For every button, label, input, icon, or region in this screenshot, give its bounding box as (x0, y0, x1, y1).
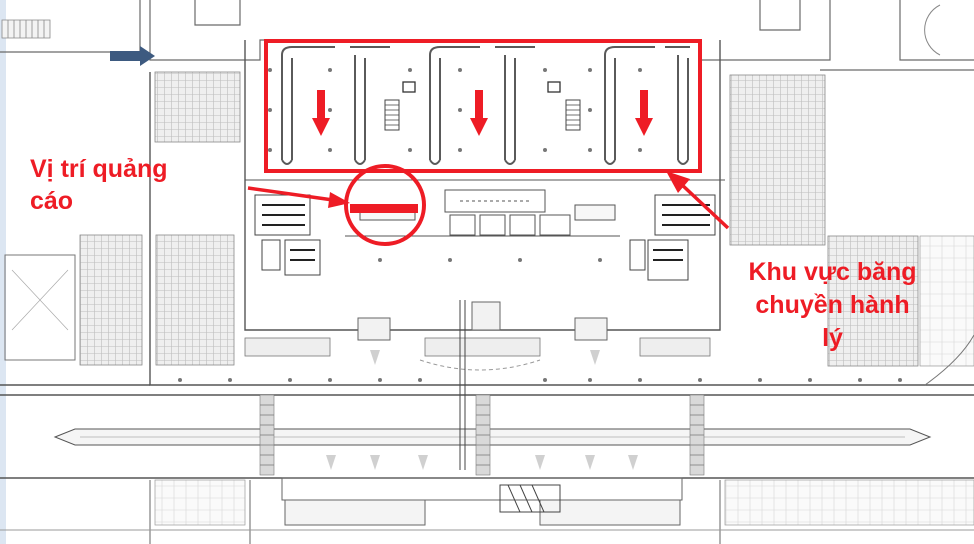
toilet-fixtures (262, 204, 710, 261)
baggage-area-label-line2: chuyền hành (755, 291, 910, 319)
ad-pointer-arrow (247, 186, 350, 208)
left-annex (4, 254, 76, 361)
ad-location-bar (350, 204, 418, 213)
hall-pillar-left (402, 81, 416, 93)
crosswalk-stripes (260, 404, 704, 466)
right-edge-block (919, 235, 974, 367)
exit-gates (357, 301, 608, 341)
lower-seating (244, 337, 711, 357)
left-mid-block-a (79, 234, 143, 366)
baggage-pointer-arrow (666, 171, 730, 230)
counter-row (245, 179, 725, 237)
right-mid-block (827, 235, 919, 367)
bottom-structure (0, 477, 974, 544)
ad-location-label-line2: cáo (30, 187, 74, 215)
down-flow-arrows (326, 350, 638, 470)
bottom-right-grid (724, 479, 974, 526)
left-side-band (0, 0, 6, 544)
arrow-right-icon (110, 46, 155, 66)
baggage-area-label-line3: lý (822, 324, 843, 352)
top-left-stair (1, 19, 51, 39)
bottom-left-grid (154, 479, 246, 526)
hall-stair-right-steps (566, 104, 580, 126)
right-upper-block (729, 74, 826, 246)
ad-location-label-line1: Vị trí quảng (30, 155, 168, 183)
toilet-block-right (629, 194, 716, 281)
center-corridor (459, 300, 466, 470)
right-curve (924, 334, 974, 386)
dashed-arc (419, 359, 541, 371)
ad-location-circle (344, 164, 426, 246)
bottom-stair (499, 484, 561, 513)
arrow-down-icon (312, 90, 653, 136)
left-upper-block (154, 71, 241, 143)
baggage-area-label-line1: Khu vực băng (748, 258, 917, 286)
hall-stair-left-steps (385, 104, 399, 126)
baggage-carousels (281, 46, 690, 165)
baggage-area-frame (264, 39, 702, 173)
top-right-curve (924, 4, 941, 56)
baggage-area-label: Khu vực băng chuyền hành lý (730, 256, 935, 355)
toilet-block-left (254, 194, 321, 276)
left-annex-detail (11, 269, 69, 331)
left-mid-block-b (155, 234, 235, 366)
hall-pillar-right (547, 81, 561, 93)
ad-location-label: Vị trí quảng cáo (30, 153, 168, 217)
